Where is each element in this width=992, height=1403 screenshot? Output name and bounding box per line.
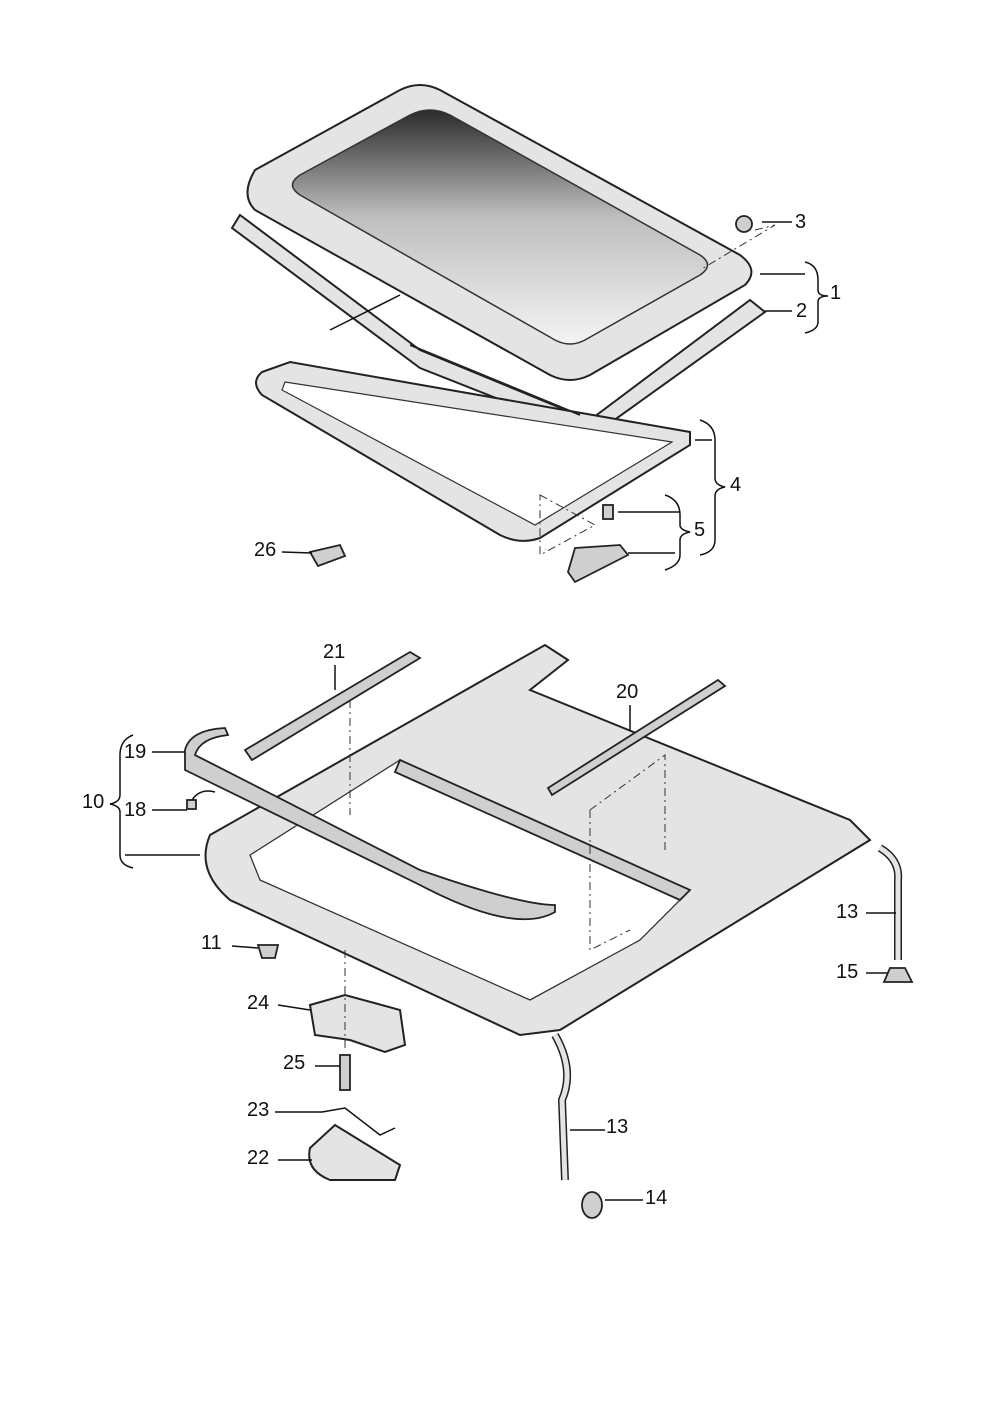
bracket-part-23 [321, 1107, 396, 1136]
callout-21: 21 [323, 641, 346, 663]
clip-part-26 [308, 543, 347, 568]
callout-24: 24 [247, 992, 270, 1014]
callout-5: 5 [694, 519, 706, 541]
bolt-part-25 [339, 1054, 351, 1091]
drain-end-part-14 [581, 1191, 603, 1219]
callout-22: 22 [247, 1147, 270, 1169]
frame-inner [281, 381, 674, 526]
leader-lines [109, 221, 896, 1201]
callout-25: 25 [283, 1052, 306, 1074]
glass-pane [291, 109, 709, 345]
callout-2: 2 [796, 300, 808, 322]
callout-13-right: 13 [836, 901, 859, 923]
callout-14: 14 [645, 1187, 668, 1209]
callout-10: 10 [82, 791, 105, 813]
motor-part-24 [308, 993, 407, 1054]
cover-part-22 [308, 1123, 402, 1181]
screw-part-3 [735, 215, 753, 233]
callout-1: 1 [830, 282, 842, 304]
nut-part-11 [256, 944, 280, 959]
callout-20: 20 [616, 681, 639, 703]
guide-part-5 [567, 544, 630, 584]
callout-3: 3 [795, 211, 807, 233]
callout-19: 19 [124, 741, 147, 763]
rail-part-20 [546, 678, 727, 797]
cable-part-18 [191, 790, 216, 801]
callout-23: 23 [247, 1099, 270, 1121]
grommet-part-15 [882, 967, 914, 983]
rail-part-21 [243, 650, 422, 762]
callout-11: 11 [201, 932, 222, 954]
callout-18: 18 [124, 799, 147, 821]
callout-26: 26 [254, 539, 277, 561]
callout-4: 4 [730, 474, 742, 496]
callout-13-bottom: 13 [606, 1116, 629, 1138]
deflector-part-19 [184, 727, 556, 921]
callout-15: 15 [836, 961, 859, 983]
bolt-part-5 [602, 504, 614, 520]
